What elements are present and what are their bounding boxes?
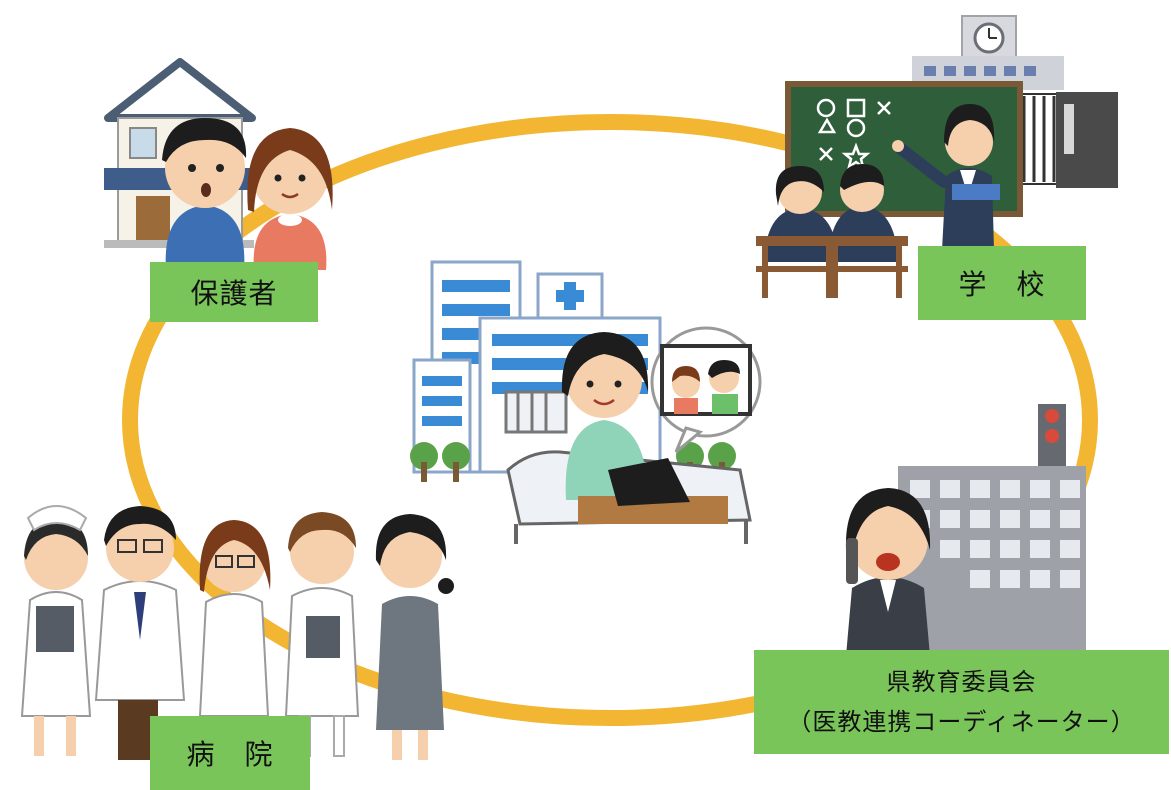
board-label-line2: （医教連携コーディネーター） [787,708,1136,736]
school-label: 学 校 [918,246,1086,320]
hospital-label: 病 院 [150,716,310,790]
school-label-text: 学 校 [958,268,1046,301]
hospitalized-student-illustration [410,260,762,544]
board-label: 県教育委員会 （医教連携コーディネーター） [754,650,1169,754]
board-label-line1: 県教育委員会 [886,668,1037,696]
coordinator-illustration [845,404,1086,656]
guardians-label: 保護者 [150,262,318,322]
guardians-label-text: 保護者 [190,277,278,310]
cycle-ring [122,114,1098,726]
classroom-illustration [756,15,1118,298]
hospital-label-text: 病 院 [186,738,274,771]
parents-illustration [104,58,333,270]
